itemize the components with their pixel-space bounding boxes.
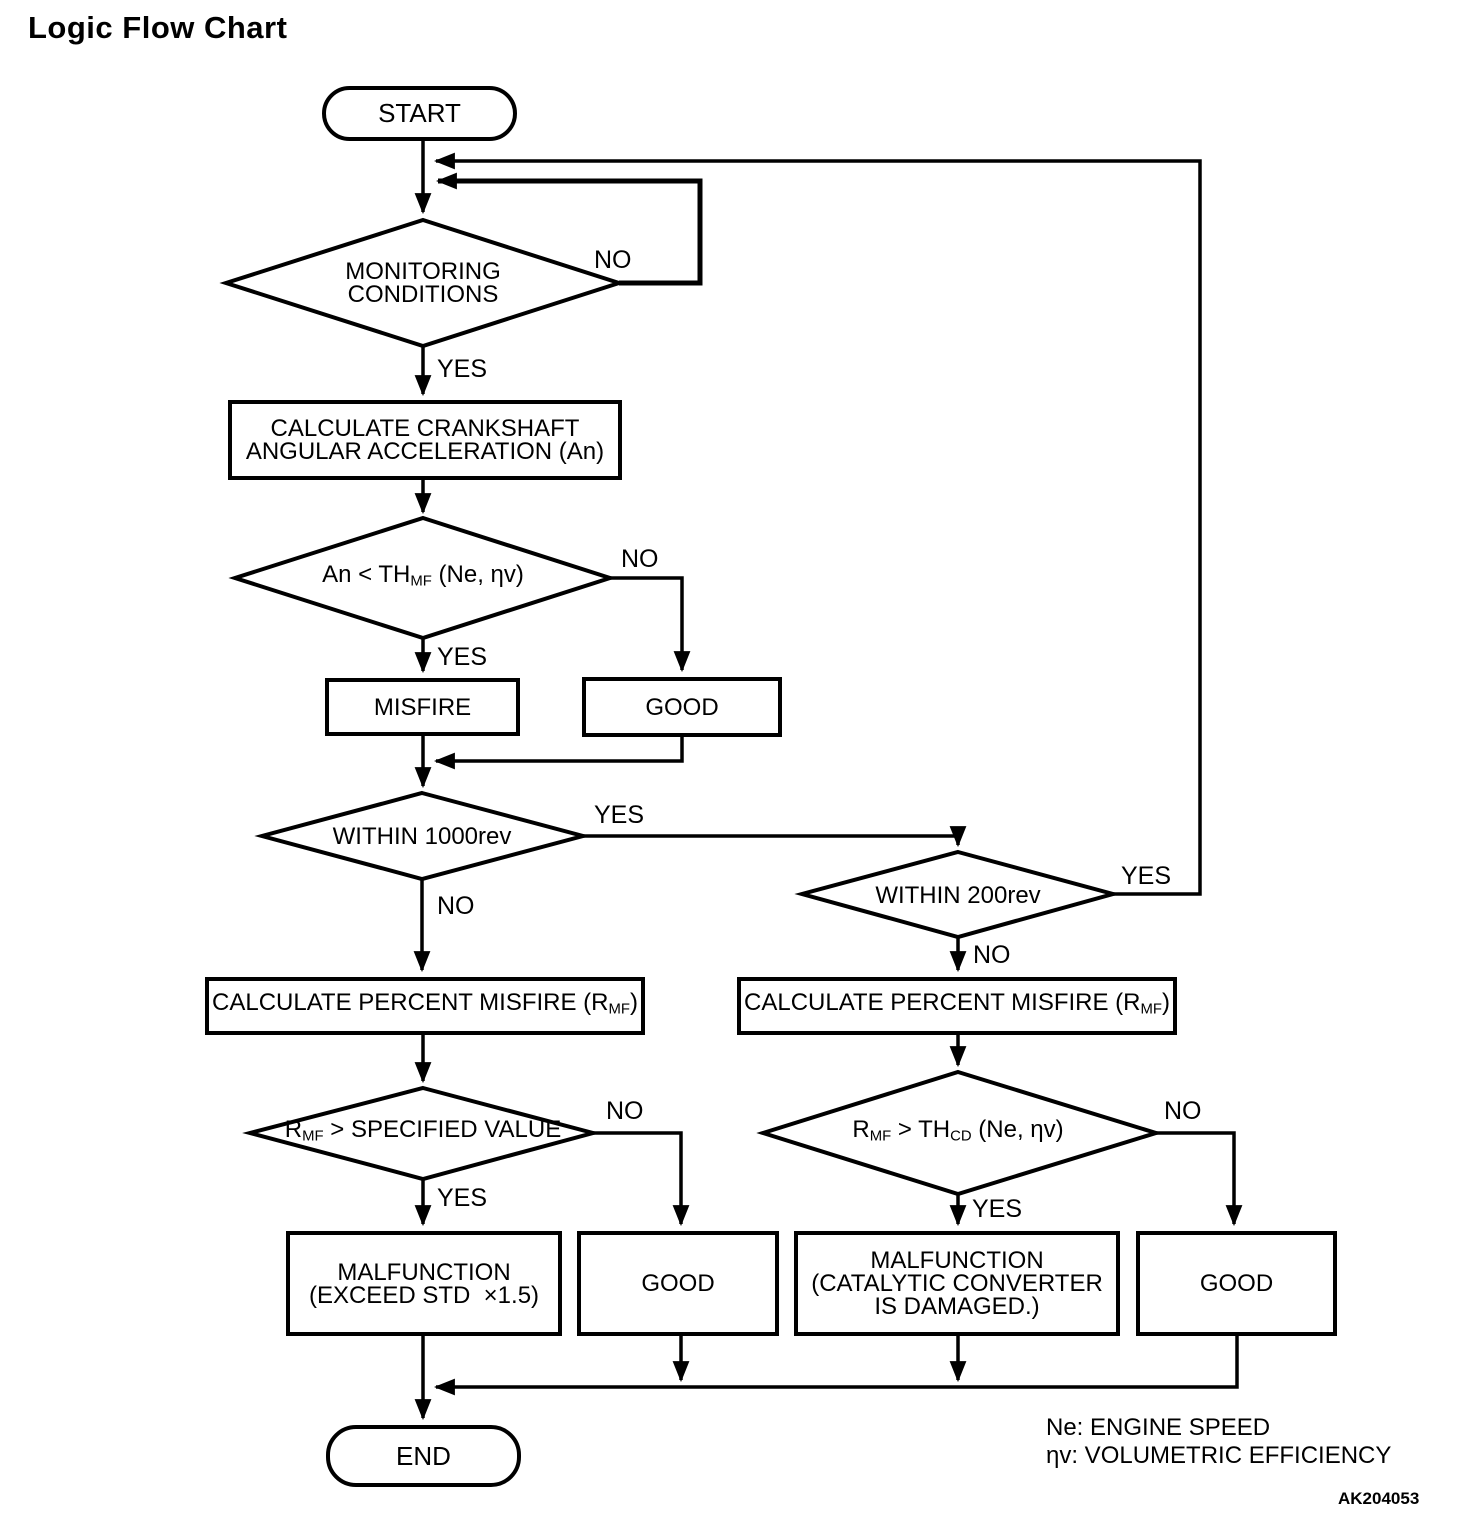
edge-an-no [610, 576, 691, 673]
monitoring-conditions-decision [219, 217, 626, 349]
edge-1000rev-yes [583, 826, 967, 848]
calculate-percent-misfire-right-box: CALCULATE PERCENT MISFIRE (RMF) [737, 977, 1177, 1035]
malfunction-catalytic-line1: MALFUNCTION [870, 1247, 1044, 1274]
edge-spec-no [593, 1131, 690, 1227]
misfire-label: MISFIRE [373, 693, 472, 721]
spec-yes-label: YES [437, 1184, 488, 1212]
spec-no-label: NO [606, 1097, 644, 1125]
start-terminator: START [322, 86, 517, 141]
malfunction-std-line2: (EXCEED STD ×1.5) [308, 1281, 540, 1309]
good-right-label: GOOD [1199, 1270, 1274, 1297]
malfunction-exceed-std-box: MALFUNCTION (EXCEED STD ×1.5) [286, 1231, 562, 1336]
monitoring-conditions-label: MONITORING CONDITIONS [345, 258, 501, 308]
w1000-yes-label: YES [594, 801, 645, 829]
rmf-thcd-decision [756, 1069, 1163, 1197]
good-box-top: GOOD [582, 677, 782, 737]
end-label: END [396, 1440, 451, 1471]
an-yes-label: YES [437, 643, 488, 671]
an-no-label: NO [621, 545, 659, 573]
good-box-left: GOOD [577, 1231, 779, 1336]
w200-no-label: NO [973, 941, 1011, 969]
malfunction-catalytic-line3: IS DAMAGED.) [874, 1293, 1040, 1320]
calculate-crankshaft-box: CALCULATE CRANKSHAFT ANGULAR ACCELERATIO… [228, 400, 622, 480]
good-box-right: GOOD [1136, 1231, 1337, 1336]
monitoring-yes-label: YES [437, 355, 488, 383]
within-200rev-decision [794, 849, 1121, 940]
calc-crankshaft-line2: ANGULAR ACCELERATION (An) [245, 438, 605, 465]
w200-yes-label: YES [1121, 862, 1172, 890]
rmf-thcd-label: RMF > THCD (Ne, ηv) [852, 1115, 1064, 1145]
w1000-no-label: NO [437, 892, 475, 920]
edge-good3-merge-line [433, 1336, 1239, 1396]
calc-percent-right-label: CALCULATE PERCENT MISFIRE (RMF) [744, 988, 1170, 1018]
calculate-percent-misfire-left-box: CALCULATE PERCENT MISFIRE (RMF) [205, 977, 645, 1035]
within-1000rev-label: WITHIN 1000rev [332, 822, 512, 850]
an-threshold-label: An < THMF (Ne, ηv) [322, 560, 524, 590]
an-threshold-decision [228, 515, 617, 641]
malfunction-catalytic-line2: (CATALYTIC CONVERTER [811, 1270, 1103, 1297]
malfunction-catalytic-box: MALFUNCTION (CATALYTIC CONVERTER IS DAMA… [794, 1231, 1120, 1336]
calc-crankshaft-line1: CALCULATE CRANKSHAFT [270, 415, 580, 442]
misfire-box: MISFIRE [325, 678, 520, 736]
edge-good-merge [433, 737, 684, 770]
legend-ne: Ne: ENGINE SPEED [1046, 1414, 1271, 1441]
thcd-no-label: NO [1164, 1097, 1202, 1125]
good-left-label: GOOD [641, 1270, 715, 1297]
end-terminator: END [326, 1425, 521, 1487]
within-1000rev-decision [254, 790, 591, 882]
monitoring-no-label: NO [594, 246, 632, 274]
legend: Ne: ENGINE SPEED ηv: VOLUMETRIC EFFICIEN… [1046, 1414, 1391, 1470]
edge-200rev-yes-return [433, 152, 1202, 896]
thcd-yes-label: YES [972, 1195, 1023, 1223]
rmf-specified-label: RMF > SPECIFIED VALUE [284, 1115, 562, 1145]
figure-code: AK204053 [1338, 1489, 1420, 1508]
legend-nv: ηv: VOLUMETRIC EFFICIENCY [1046, 1442, 1392, 1469]
malfunction-std-line1: MALFUNCTION [337, 1258, 511, 1286]
page-title: Logic Flow Chart [28, 10, 288, 45]
rmf-specified-decision [242, 1085, 601, 1182]
edge-thcd-no [1156, 1131, 1243, 1227]
within-200rev-label: WITHIN 200rev [875, 881, 1041, 909]
good-top-label: GOOD [645, 693, 719, 721]
calc-percent-left-label: CALCULATE PERCENT MISFIRE (RMF) [212, 988, 638, 1018]
edge-monitoring-no-return [435, 172, 703, 286]
start-label: START [378, 98, 461, 128]
